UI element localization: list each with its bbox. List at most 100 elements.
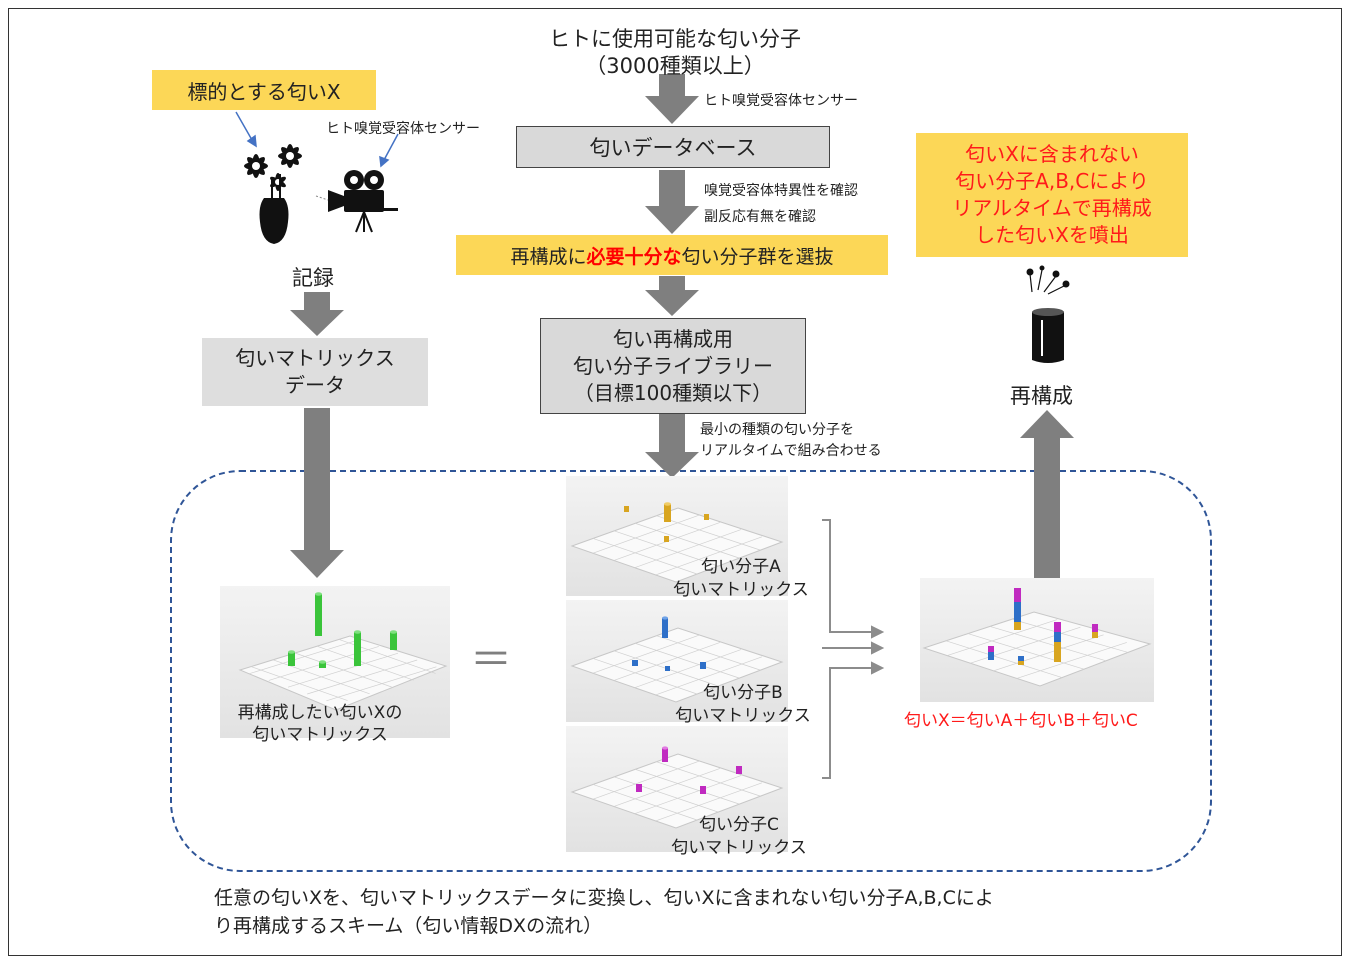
bar-c-2 — [736, 766, 742, 774]
video-camera-icon — [315, 170, 398, 233]
matrix-x-caption-line-2: 匂いマトリックス — [252, 725, 388, 745]
bar-r-2-b — [1054, 632, 1061, 642]
bar-r-2-c — [1054, 622, 1061, 632]
arrow-library-to-matrices — [645, 414, 699, 478]
formula-label: 匂いX＝匂いA＋匂いB＋匂いC — [904, 711, 1138, 731]
library-line-2: 匂い分子ライブラリー — [573, 353, 773, 378]
check-receptor-label: 嗅覚受容体特異性を確認 — [704, 183, 858, 199]
library-line-3: （目標100種類以下） — [573, 380, 773, 405]
matrix-b-grid — [570, 616, 784, 703]
bar-x-3 — [390, 632, 397, 650]
bar-b-4 — [700, 662, 706, 669]
matrix-x-caption-line-1: 再構成したい匂いXの — [237, 703, 403, 723]
bar-x-1 — [315, 594, 322, 636]
bar-r-5-b — [1018, 656, 1024, 661]
selection-box: 再構成に必要十分な匂い分子群を選抜 — [456, 235, 888, 275]
matrix-data-line-1: 匂いマトリックス — [235, 346, 395, 370]
arrow-result-to-reconstruct — [1020, 410, 1074, 578]
top-title: ヒトに使用可能な匂い分子 （3000種類以上） — [520, 26, 830, 80]
library-line-1: 匂い再構成用 — [613, 326, 733, 351]
bar-r-1-a — [1014, 622, 1021, 630]
selection-prefix: 再構成に — [510, 245, 587, 268]
emit-box: 匂いXに含まれない 匂い分子A,B,Cにより リアルタイムで再構成 した匂いXを… — [916, 133, 1188, 257]
flower-vase-icon — [244, 144, 302, 244]
spray-bottle-icon — [1026, 265, 1070, 363]
connector-c — [822, 667, 872, 779]
matrix-c-caption: 匂い分子C 匂いマトリックス — [654, 814, 824, 860]
bar-c-4 — [700, 786, 706, 794]
library-box: 匂い再構成用 匂い分子ライブラリー （目標100種類以下） — [540, 318, 806, 414]
figure-caption-line-1: 任意の匂いXを、匂いマトリックスデータに変換し、匂いXに含まれない匂い分子A,B… — [214, 887, 994, 909]
arrow-matrix-data-to-x — [290, 408, 344, 578]
matrix-x-grid — [238, 592, 448, 711]
database-label: 匂いデータベース — [589, 136, 757, 160]
matrix-c-caption-line-1: 匂い分子C — [699, 815, 779, 835]
result-matrix-grid — [922, 588, 1152, 687]
bar-b-2 — [632, 660, 638, 666]
matrix-a-caption: 匂い分子A 匂いマトリックス — [656, 556, 826, 602]
bar-a-4 — [664, 536, 669, 542]
reconstruct-label: 再構成 — [1010, 384, 1073, 408]
emit-line-3: リアルタイムで再構成 — [952, 196, 1152, 220]
matrix-c-bars — [636, 746, 742, 794]
top-title-line-1: ヒトに使用可能な匂い分子 — [549, 27, 801, 51]
bar-b-1 — [662, 618, 668, 638]
matrix-x-bars — [288, 592, 397, 668]
matrix-b-caption: 匂い分子B 匂いマトリックス — [658, 682, 828, 728]
bar-b-3 — [665, 666, 670, 671]
matrix-data-line-2: データ — [285, 373, 345, 397]
matrix-a-caption-line-2: 匂いマトリックス — [673, 580, 809, 600]
bar-r-3-c — [1092, 624, 1098, 632]
bar-r-3-a — [1092, 632, 1098, 638]
bar-r-1-b — [1014, 602, 1021, 622]
figure-caption-line-2: り再構成するスキーム（匂い情報DXの流れ） — [214, 915, 603, 937]
dashed-region — [170, 470, 1212, 872]
matrix-a-bars — [624, 502, 709, 542]
bar-r-2-a — [1054, 642, 1061, 662]
selection-emphasis: 必要十分な — [586, 245, 682, 268]
bar-a-2 — [624, 506, 629, 512]
equals-sign: ＝ — [470, 635, 513, 684]
bar-x-4 — [288, 652, 295, 666]
arrow-title-to-database — [645, 74, 699, 124]
connector-a — [822, 519, 872, 633]
combine-note-line-2: リアルタイムで組み合わせる — [700, 443, 882, 459]
matrix-b-bars — [632, 616, 706, 671]
matrix-x-caption: 再構成したい匂いXの 匂いマトリックス — [220, 702, 420, 746]
database-box: 匂いデータベース — [516, 126, 830, 168]
selection-suffix: 匂い分子群を選抜 — [681, 245, 834, 268]
matrix-a-grid — [570, 502, 784, 583]
emit-line-2: 匂い分子A,B,Cにより — [955, 169, 1149, 193]
matrix-c-grid — [570, 746, 784, 829]
bar-r-4-b — [988, 652, 994, 660]
figure-caption: 任意の匂いXを、匂いマトリックスデータに変換し、匂いXに含まれない匂い分子A,B… — [214, 884, 994, 940]
bar-x-5 — [319, 662, 326, 668]
matrix-a-caption-line-1: 匂い分子A — [701, 557, 781, 577]
bar-c-3 — [636, 784, 642, 792]
combine-note: 最小の種類の匂い分子を リアルタイムで組み合わせる — [700, 420, 882, 462]
bar-a-1 — [664, 504, 671, 522]
top-title-line-2: （3000種類以上） — [585, 54, 765, 78]
matrix-data-box: 匂いマトリックス データ — [202, 338, 428, 406]
matrix-c-caption-line-2: 匂いマトリックス — [671, 838, 807, 858]
emit-line-4: した匂いXを噴出 — [975, 223, 1129, 247]
sensor-label-top: ヒト嗅覚受容体センサー — [704, 93, 858, 109]
arrow-target-to-flower — [235, 111, 253, 141]
result-matrix-bars — [988, 588, 1098, 665]
target-label-box: 標的とする匂いX — [152, 70, 376, 110]
bar-r-5-a — [1018, 661, 1024, 665]
arrow-database-to-select — [645, 170, 699, 234]
bar-a-3 — [704, 514, 709, 520]
matrix-b-caption-line-1: 匂い分子B — [703, 683, 783, 703]
target-label: 標的とする匂いX — [187, 79, 341, 104]
bar-x-2 — [354, 632, 361, 666]
combine-note-line-1: 最小の種類の匂い分子を — [700, 422, 854, 438]
arrow-select-to-library — [645, 276, 699, 316]
emit-line-1: 匂いXに含まれない — [965, 142, 1139, 166]
sensor-label-left: ヒト嗅覚受容体センサー — [326, 121, 480, 137]
check-side-effect-label: 副反応有無を確認 — [704, 209, 816, 225]
bar-c-1 — [662, 748, 668, 762]
figure-frame — [8, 8, 1342, 956]
bar-r-4-c — [988, 646, 994, 652]
